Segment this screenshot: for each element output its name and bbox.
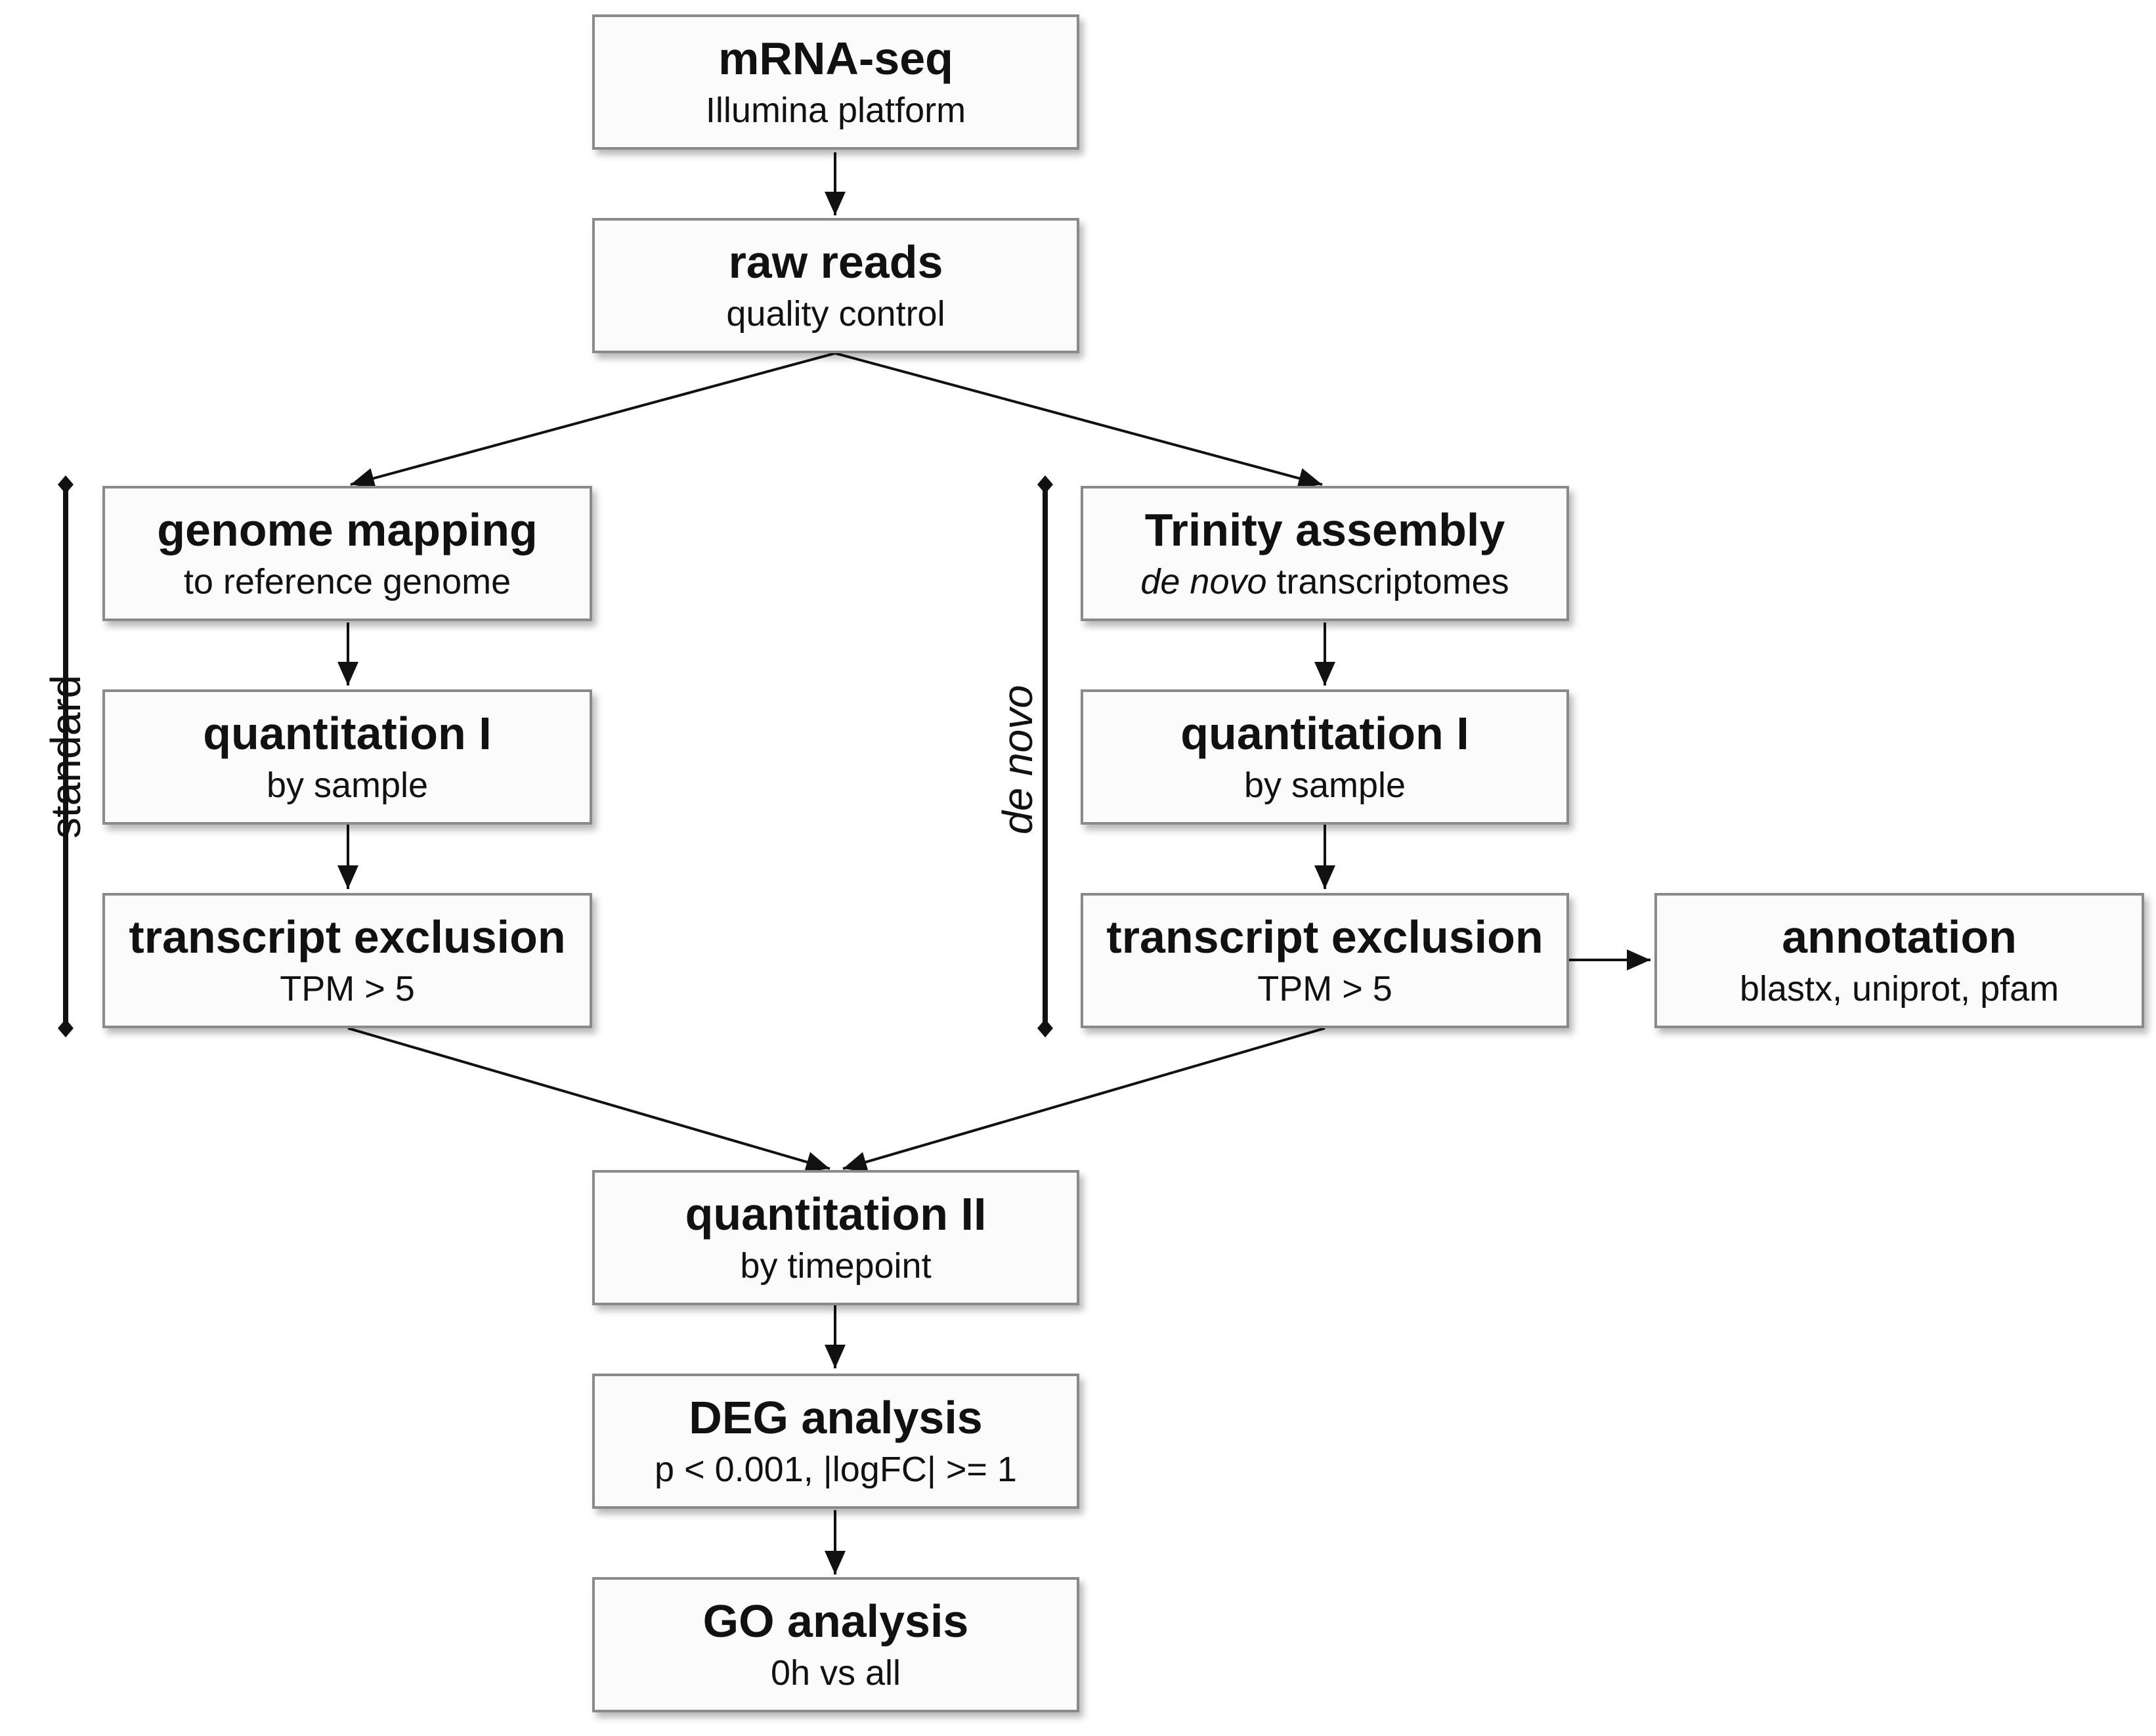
- node-trinity-assembly: Trinity assembly de novo transcriptomes: [1081, 486, 1569, 621]
- node-subtitle: p < 0.001, |logFC| >= 1: [655, 1449, 1017, 1489]
- arrow-excl-standard-to-quant-ii: [347, 1027, 830, 1173]
- node-title: mRNA-seq: [718, 33, 953, 85]
- node-subtitle: blastx, uniprot, pfam: [1739, 968, 2059, 1009]
- node-subtitle: Illumina platform: [705, 90, 966, 130]
- node-mrna-seq: mRNA-seq Illumina platform: [592, 14, 1079, 150]
- node-subtitle-rest: transcriptomes: [1266, 561, 1509, 601]
- node-go-analysis: GO analysis 0h vs all: [592, 1577, 1079, 1712]
- node-title: raw reads: [728, 236, 943, 288]
- node-subtitle: by sample: [266, 765, 429, 805]
- node-genome-mapping: genome mapping to reference genome: [102, 486, 592, 621]
- node-title: quantitation I: [203, 708, 492, 760]
- node-annotation: annotation blastx, uniprot, pfam: [1654, 893, 2144, 1028]
- standard-pipeline-label: standard: [42, 674, 89, 838]
- node-title: annotation: [1782, 911, 2017, 963]
- node-title: quantitation II: [685, 1188, 987, 1240]
- node-subtitle: by timepoint: [740, 1246, 932, 1286]
- node-subtitle: to reference genome: [183, 561, 511, 601]
- node-subtitle: quality control: [726, 293, 945, 334]
- node-title: quantitation I: [1180, 708, 1469, 760]
- node-subtitle: by sample: [1243, 765, 1406, 805]
- node-subtitle-italic: de novo: [1140, 561, 1267, 601]
- standard-bracket: [58, 475, 74, 1037]
- node-quantitation-ii: quantitation II by timepoint: [592, 1170, 1079, 1305]
- node-raw-reads: raw reads quality control: [592, 218, 1079, 353]
- node-transcript-exclusion-denovo: transcript exclusion TPM > 5: [1081, 893, 1569, 1028]
- node-subtitle: TPM > 5: [1257, 968, 1392, 1009]
- node-title: DEG analysis: [689, 1392, 983, 1444]
- arrow-excl-denovo-to-quant-ii: [842, 1027, 1326, 1173]
- arrow-raw-to-trinity: [834, 352, 1323, 489]
- node-subtitle: 0h vs all: [770, 1653, 901, 1693]
- node-title: Trinity assembly: [1144, 504, 1505, 556]
- node-title: transcript exclusion: [129, 911, 566, 963]
- denovo-bracket: [1037, 475, 1053, 1037]
- node-quantitation-i-denovo: quantitation I by sample: [1081, 689, 1569, 825]
- node-subtitle: de novo transcriptomes: [1140, 561, 1509, 603]
- node-deg-analysis: DEG analysis p < 0.001, |logFC| >= 1: [592, 1374, 1079, 1509]
- node-title: genome mapping: [157, 504, 538, 556]
- denovo-pipeline-label: de novo: [994, 685, 1041, 835]
- node-title: GO analysis: [702, 1595, 969, 1647]
- node-title: transcript exclusion: [1106, 911, 1543, 963]
- node-quantitation-i-standard: quantitation I by sample: [102, 689, 592, 825]
- arrow-raw-to-genome-mapping: [350, 352, 836, 489]
- node-subtitle: TPM > 5: [280, 968, 415, 1009]
- node-transcript-exclusion-standard: transcript exclusion TPM > 5: [102, 893, 592, 1028]
